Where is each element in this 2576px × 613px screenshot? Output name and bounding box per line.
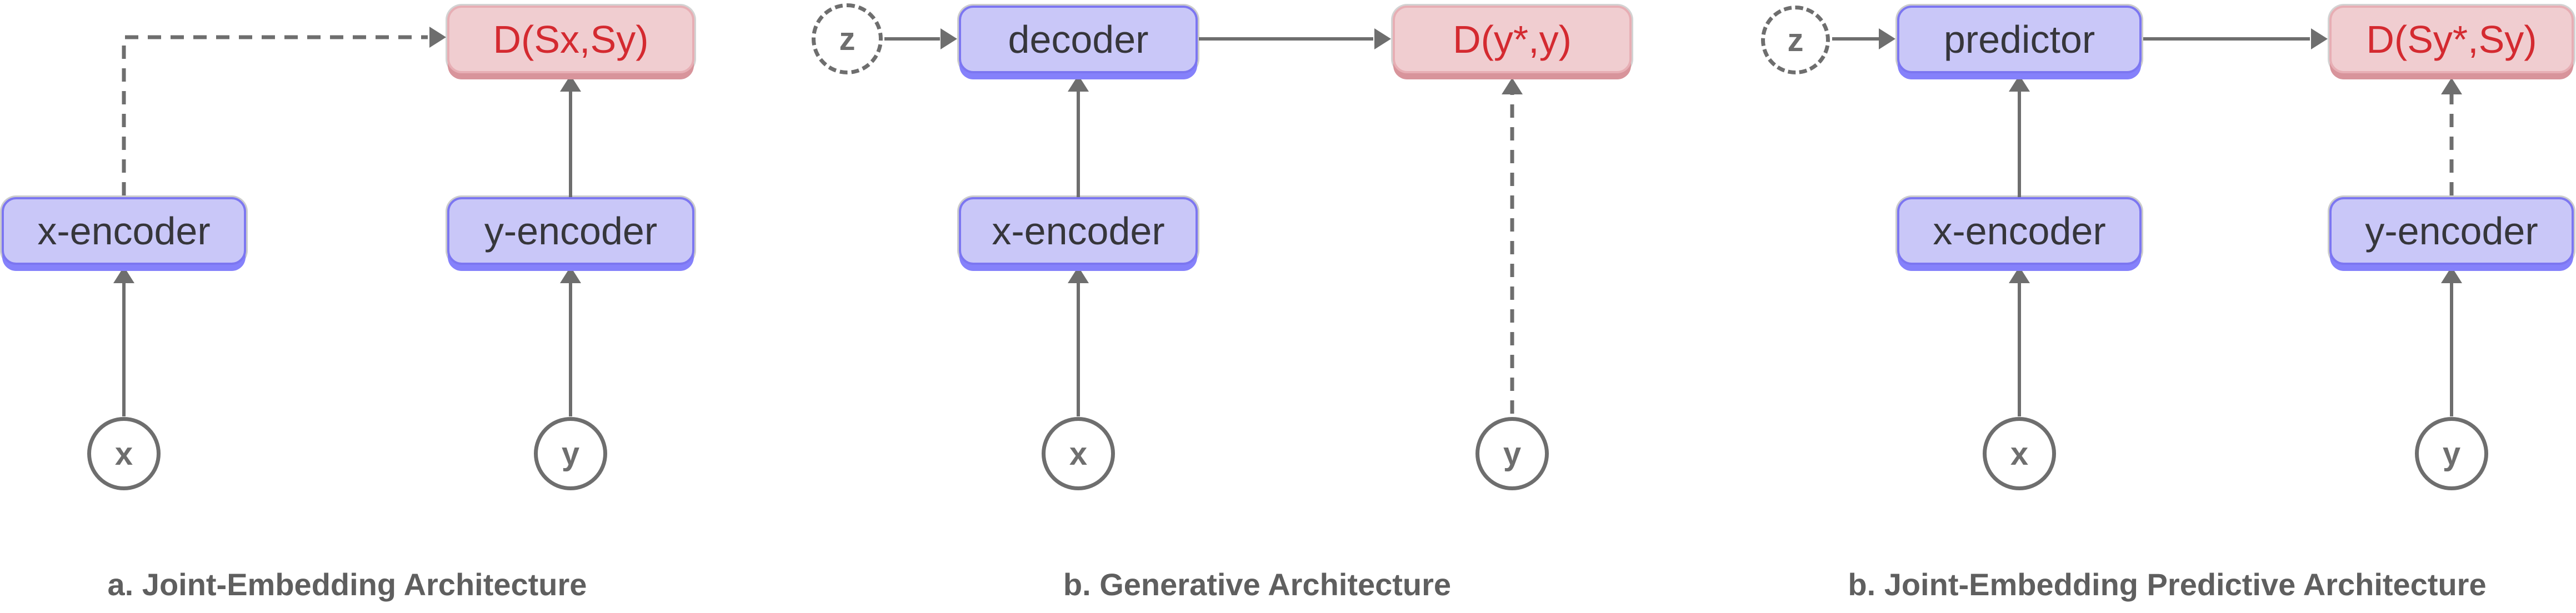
panel-a-connectors bbox=[113, 27, 581, 416]
x-encoder-box: x-encoder bbox=[959, 197, 1198, 265]
wire-x-encoder-to-cost-dashed bbox=[122, 35, 428, 195]
panel-c-connectors bbox=[1832, 28, 2462, 416]
arrowhead-up bbox=[113, 267, 134, 283]
y-encoder-box: y-encoder bbox=[2329, 197, 2574, 265]
panel-a-caption: a. Joint-Embedding Architecture bbox=[107, 567, 587, 602]
variable-y-circle: y bbox=[2415, 417, 2488, 490]
variable-y-circle: y bbox=[534, 417, 607, 490]
arrowhead-up bbox=[560, 75, 581, 92]
panel-b-caption: b. Generative Architecture bbox=[1063, 567, 1452, 602]
variable-x-circle: x bbox=[1042, 417, 1115, 490]
variable-y-circle: y bbox=[1475, 417, 1549, 490]
arrowhead-up bbox=[1502, 78, 1523, 94]
predictor-box: predictor bbox=[1897, 6, 2142, 73]
cost-box-d-systar-sy: D(Sy*,Sy) bbox=[2329, 6, 2574, 73]
latent-z-circle: z bbox=[812, 3, 883, 74]
latent-z-circle: z bbox=[1761, 6, 1830, 74]
arrowhead-up bbox=[2009, 75, 2030, 92]
variable-x-circle: x bbox=[1983, 417, 2056, 490]
decoder-box: decoder bbox=[959, 6, 1198, 73]
cost-box-d-sx-sy: D(Sx,Sy) bbox=[447, 6, 694, 73]
arrowhead-up bbox=[2441, 267, 2462, 283]
panel-b-connectors bbox=[884, 28, 1523, 416]
cost-box-d-ystar-y: D(y*,y) bbox=[1393, 6, 1632, 73]
arrowhead-right bbox=[429, 27, 446, 48]
y-encoder-box: y-encoder bbox=[447, 197, 694, 265]
arrowhead-up bbox=[2441, 78, 2462, 94]
arrowhead-up bbox=[1068, 75, 1089, 92]
arrowhead-right bbox=[2311, 28, 2328, 49]
arrowhead-right bbox=[941, 28, 957, 49]
panel-c-caption: b. Joint-Embedding Predictive Architectu… bbox=[1848, 567, 2487, 602]
arrowhead-up bbox=[1068, 267, 1089, 283]
x-encoder-box: x-encoder bbox=[2, 197, 246, 265]
arrowhead-right bbox=[1879, 28, 1895, 49]
variable-x-circle: x bbox=[87, 417, 161, 490]
arrowhead-up bbox=[2009, 267, 2030, 283]
x-encoder-box: x-encoder bbox=[1897, 197, 2142, 265]
arrowhead-right bbox=[1374, 28, 1391, 49]
arrowhead-up bbox=[560, 267, 581, 283]
